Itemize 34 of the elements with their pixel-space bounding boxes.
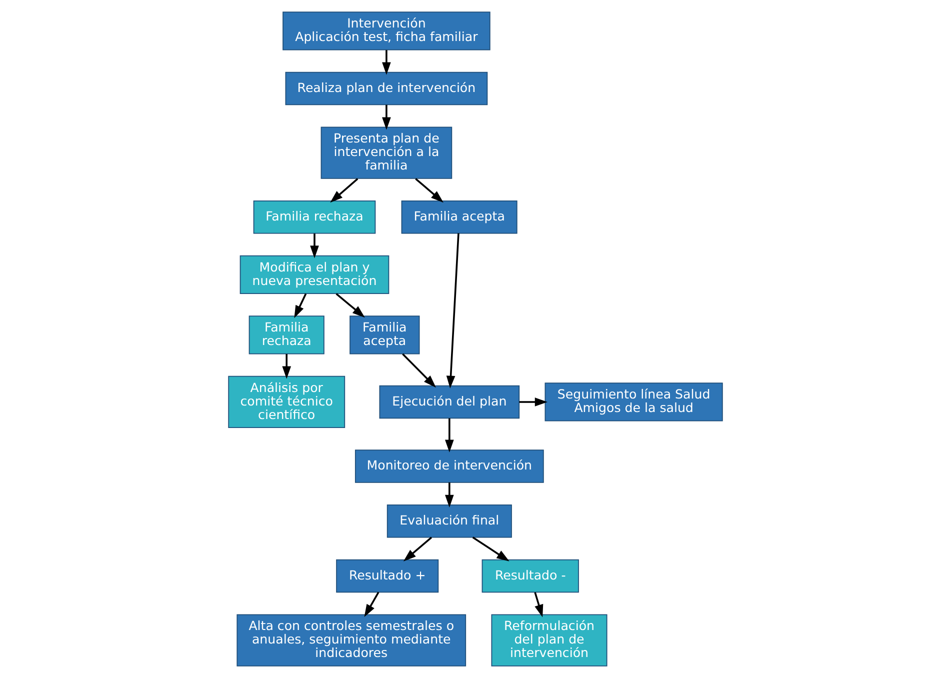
arrow [446,233,460,388]
arrow [294,293,307,318]
node-box: Familia rechaza [253,200,376,234]
node-box: Presenta plan de intervención a la familia [320,126,452,179]
node-box: Modifica el plan y nueva presentación [240,255,390,294]
arrow [382,50,391,75]
node-box: Resultado - [482,559,579,593]
node-box: Familia rechaza [248,316,324,354]
arrow [472,536,510,562]
arrow [310,234,319,258]
arrow [330,178,358,203]
node-box: Evaluación final [386,504,512,538]
arrow [382,104,391,130]
node-box: Familia acepta [350,316,420,354]
node-box: Seguimiento línea Salud Amigos de la salud [544,382,723,422]
node-box: Ejecución del plan [379,385,520,419]
arrow [534,592,544,618]
arrow [364,592,380,618]
node-box: Resultado + [336,559,439,593]
node-box: Intervención Aplicación test, ficha familiar [282,12,490,50]
arrow [445,418,454,452]
node-box: Realiza plan de intervención [285,72,488,106]
arrow [336,293,365,318]
arrow [445,482,454,508]
node-box: Reformulación del plan de intervención [491,614,608,666]
node-box: Familia acepta [401,200,518,234]
arrow [402,353,436,388]
node-box: Monitoreo de intervención [354,450,544,483]
arrow [282,354,292,379]
arrow [519,398,548,406]
arrow [415,178,444,203]
node-box: Alta con controles semestrales o anuales, seguimiento mediante indicadores [236,614,466,666]
arrow [403,536,432,562]
node-box: Análisis por comité técnico científico [228,376,346,428]
